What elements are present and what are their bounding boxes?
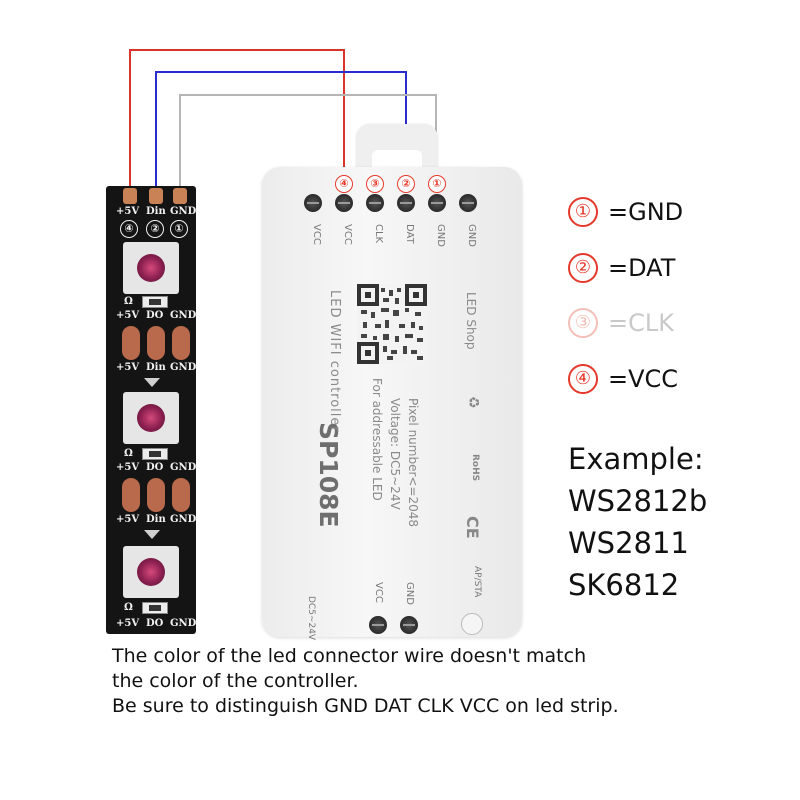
strip-label-do: DO [146, 462, 164, 473]
strip-label-din: Din [146, 206, 166, 217]
mode-button[interactable] [461, 613, 483, 635]
led-die [137, 404, 165, 432]
note-line-2: the color of the controller. [112, 670, 359, 692]
strip-label-din: Din [146, 514, 166, 525]
strip-label-gnd: GND [170, 362, 197, 373]
direction-arrow-icon [144, 378, 160, 387]
resistor-symbol: Ω [124, 602, 133, 613]
cut-pad [172, 326, 190, 360]
brand-label: SP108E [314, 422, 343, 528]
note-line-1: The color of the led connector wire does… [112, 645, 587, 667]
strip-label-5v: +5V [116, 310, 140, 321]
terminal-num-gnd: ① [428, 175, 446, 193]
legend-text: =GND [608, 198, 684, 226]
led-die [137, 558, 165, 586]
terminal-screw [304, 194, 322, 212]
strip-label-gnd: GND [170, 206, 197, 217]
pin-label-gnd: GND [466, 224, 477, 247]
terminal-num-vcc: ④ [335, 175, 353, 193]
ce-label: CE [463, 516, 482, 539]
led-die [137, 254, 165, 282]
strip-num-vcc: ④ [120, 220, 138, 238]
power-input-label: DC5~24V [306, 596, 316, 641]
note-line-3: Be sure to distinguish GND DAT CLK VCC o… [112, 695, 619, 717]
terminal-screw [366, 194, 384, 212]
resistor-symbol: Ω [124, 448, 133, 459]
bottom-pin-label-gnd: GND [404, 582, 415, 605]
strip-label-5v: +5V [116, 362, 140, 373]
resistor-symbol: Ω [124, 296, 133, 307]
strip-label-5v: +5V [116, 462, 140, 473]
pin-label-gnd: GND [435, 224, 446, 247]
strip-label-5v: +5V [116, 618, 140, 629]
cut-pad [122, 326, 140, 360]
led-strip: +5V Din GND ④ ② ① Ω +5V DO GND +5V Din G… [106, 186, 196, 634]
strip-num-dat: ② [146, 220, 164, 238]
pad-gnd [173, 188, 187, 204]
legend-num: ① [568, 197, 598, 227]
strip-label-gnd: GND [170, 462, 197, 473]
power-screw [400, 616, 418, 634]
strip-num-gnd: ① [170, 220, 188, 238]
terminal-screw [397, 194, 415, 212]
strip-label-gnd: GND [170, 310, 197, 321]
legend-vcc: ④ =VCC [568, 364, 678, 394]
cut-pad [147, 326, 165, 360]
rohs-label: RoHS [470, 454, 480, 482]
strip-label-5v: +5V [116, 206, 140, 217]
example-item: WS2812b [568, 484, 708, 518]
strip-label-5v: +5V [116, 514, 140, 525]
bottom-pin-label-vcc: VCC [373, 582, 384, 603]
mode-button-label: AP/STA [472, 566, 482, 598]
terminal-num-dat: ② [397, 175, 415, 193]
pin-label-dat: DAT [404, 224, 415, 244]
spec-addressable: For addressable LED [370, 378, 384, 501]
cut-pad [147, 478, 165, 512]
led-chip [123, 242, 179, 294]
resistor [142, 296, 168, 308]
vcc-wire [129, 49, 345, 186]
spec-voltage: Voltage: DC5~24V [388, 398, 402, 510]
strip-label-gnd: GND [170, 618, 197, 629]
pad-din [149, 188, 163, 204]
cut-pad [172, 478, 190, 512]
terminal-screw [335, 194, 353, 212]
pin-label-vcc: VCC [311, 224, 322, 245]
pin-label-clk: CLK [373, 224, 384, 244]
cut-pad [122, 478, 140, 512]
example-item: SK6812 [568, 568, 680, 602]
power-screw [369, 616, 387, 634]
legend-num: ④ [568, 364, 598, 394]
direction-arrow-icon [144, 530, 160, 539]
terminal-screw [428, 194, 446, 212]
pin-label-vcc: VCC [342, 224, 353, 245]
strip-label-do: DO [146, 310, 164, 321]
legend-dat: ② =DAT [568, 253, 675, 283]
app-label: LED Shop [464, 292, 478, 350]
qr-code [357, 284, 427, 364]
strip-label-do: DO [146, 618, 164, 629]
strip-label-gnd: GND [170, 514, 197, 525]
recycle-icon: ♻ [465, 396, 481, 409]
led-chip [123, 392, 179, 444]
legend-text: =VCC [608, 365, 679, 393]
example-title: Example: [568, 442, 704, 476]
strip-label-din: Din [146, 362, 166, 373]
legend-gnd: ① =GND [568, 197, 683, 227]
example-item: WS2811 [568, 526, 689, 560]
controller-body [262, 167, 522, 637]
legend-clk: ③ =CLK [568, 308, 674, 338]
terminal-num-clk: ③ [366, 175, 384, 193]
legend-text: =DAT [608, 254, 676, 282]
legend-num: ③ [568, 308, 598, 338]
pad-5v [123, 188, 137, 204]
resistor [142, 448, 168, 460]
spec-pixels: Pixel number<=2048 [406, 398, 420, 528]
product-label: LED WIFI controller [327, 290, 342, 433]
resistor [142, 602, 168, 614]
terminal-screw [459, 194, 477, 212]
legend-num: ② [568, 253, 598, 283]
led-chip [123, 546, 179, 598]
legend-text: =CLK [608, 309, 674, 337]
